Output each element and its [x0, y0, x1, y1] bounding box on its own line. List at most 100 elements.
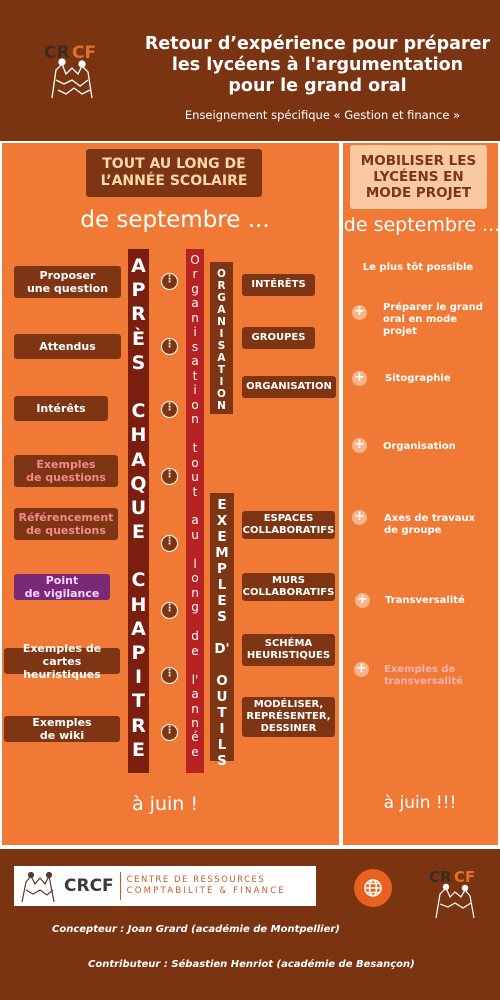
globe-glyph — [364, 879, 382, 897]
exemples-letter: D' — [214, 641, 230, 657]
crcf-banner[interactable]: CRCF CENTRE DE RESSOURCES COMPTABILITÉ &… — [14, 866, 316, 906]
more-icon[interactable]: ⋮ — [161, 401, 178, 418]
more-icon[interactable]: ⋮ — [161, 724, 178, 741]
orga-letter — [193, 499, 197, 513]
credit-concepteur: Concepteur : Joan Grard (académie de Mon… — [52, 924, 340, 935]
item-label: de questions — [26, 524, 106, 537]
orga-letter — [193, 427, 197, 441]
plus-icon[interactable]: + — [352, 438, 367, 453]
crcf-logo: CR CF — [44, 43, 96, 99]
orga-letter: o — [191, 397, 199, 412]
banner-line-2: COMPTABILITÉ & FINANCE — [126, 886, 286, 896]
right-heading-line-3: MODE PROJET — [365, 185, 472, 201]
plus-icon[interactable]: + — [352, 371, 367, 386]
svg-text:CR: CR — [44, 43, 70, 63]
organisation-letter: O — [217, 268, 226, 280]
right-item-sitographie[interactable]: Sitographie — [385, 373, 451, 384]
plus-icon[interactable]: + — [355, 593, 370, 608]
plus-icon[interactable]: + — [352, 510, 367, 525]
organisation-letter: A — [217, 352, 226, 364]
more-icon[interactable]: ⋮ — [161, 273, 178, 290]
tool-label: COLLABORATIFS — [242, 587, 335, 598]
orga-letter: r — [192, 267, 198, 282]
orga-item-organisation[interactable]: ORGANISATION — [242, 376, 336, 398]
header-banner — [0, 0, 500, 141]
item-label: Intérêts — [36, 402, 86, 415]
right-heading-line-1: MOBILISER LES — [360, 153, 477, 169]
orga-letter: o — [191, 455, 199, 470]
organisation-letter: I — [219, 328, 224, 340]
item-label: Exemples — [36, 458, 96, 471]
item-label: Proposer — [39, 269, 96, 282]
more-icon[interactable]: ⋮ — [161, 667, 178, 684]
plus-icon[interactable]: + — [352, 305, 367, 320]
apres-letter: H — [130, 593, 147, 616]
tool-label: MURS — [272, 575, 305, 586]
organisation-letter: G — [217, 292, 226, 304]
tool-label: COLLABORATIFS — [242, 525, 335, 536]
right-item-organisation[interactable]: Organisation — [383, 441, 456, 452]
item-attendus[interactable]: Attendus — [14, 334, 121, 359]
exemples-letter: L — [217, 577, 227, 593]
more-icon[interactable]: ⋮ — [161, 535, 178, 552]
apres-letter: E — [132, 521, 145, 544]
plus-icon[interactable]: + — [354, 662, 369, 677]
page-subtitle: Enseignement spécifique « Gestion et fin… — [184, 108, 461, 122]
orga-letter — [193, 658, 197, 672]
orga-letter: i — [193, 325, 197, 340]
more-icon[interactable]: ⋮ — [161, 338, 178, 355]
orga-item-interets[interactable]: INTÉRÊTS — [242, 274, 315, 296]
title-line-3: pour le grand oral — [228, 76, 407, 96]
apres-letter: R — [131, 303, 146, 326]
crcf-logo-footer: CR CF — [429, 868, 475, 919]
orga-item-groupes[interactable]: GROUPES — [242, 327, 315, 349]
apres-letter: P — [131, 642, 146, 664]
right-start-label: de septembre ... — [343, 214, 500, 236]
more-icon[interactable]: ⋮ — [161, 602, 178, 619]
orga-letter: n — [191, 716, 199, 730]
exemples-letter: E — [217, 529, 227, 545]
more-icon[interactable]: ⋮ — [161, 468, 178, 485]
exemples-letter: E — [217, 593, 227, 609]
orga-letter: g — [191, 600, 199, 615]
exemples-letter: X — [216, 513, 228, 529]
crcf-logo-mark — [21, 871, 55, 903]
right-end-label: à juin !!! — [383, 793, 457, 813]
banner-line-1: CENTRE DE RESSOURCES — [126, 875, 266, 885]
right-item-transversalite[interactable]: Transversalité — [385, 595, 465, 606]
exemples-letter: U — [216, 689, 228, 705]
orga-letter: u — [191, 527, 199, 542]
right-panel — [343, 143, 498, 845]
item-interets[interactable]: Intérêts — [14, 396, 108, 421]
orga-letter: d — [191, 629, 199, 644]
orga-letter: t — [192, 484, 198, 499]
organisation-letter: R — [217, 280, 226, 292]
tool-item-modeliser[interactable]: MODÉLISER,REPRÉSENTER,DESSINER — [242, 697, 335, 737]
apres-letter — [135, 376, 142, 398]
right-item-label: Préparer le grand — [383, 302, 483, 313]
orga-letter: a — [191, 513, 199, 528]
organisation-letter: T — [217, 364, 226, 376]
divider — [119, 872, 121, 900]
right-item-label: transversalité — [384, 676, 463, 687]
globe-icon[interactable] — [354, 869, 392, 907]
right-intro: Le plus tôt possible — [362, 262, 474, 273]
right-heading-line-2: LYCÉENS EN — [373, 169, 464, 185]
